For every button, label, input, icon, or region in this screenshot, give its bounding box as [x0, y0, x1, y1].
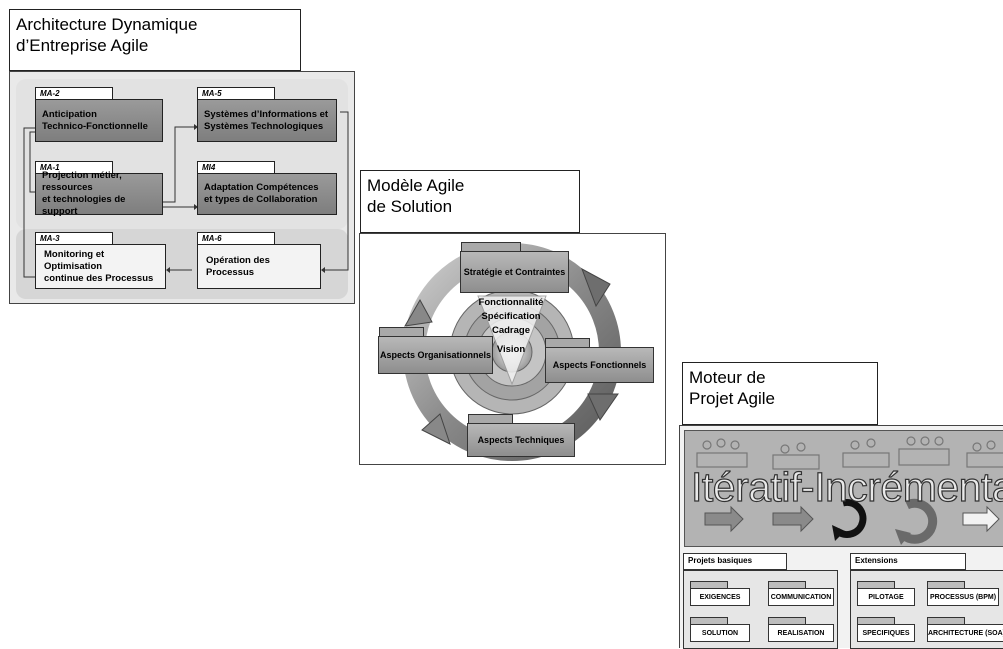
panel2-title: Modèle Agile de Solution — [360, 170, 580, 233]
center-cadrage: Cadrage — [491, 325, 530, 336]
box-solution: SOLUTION — [690, 624, 750, 642]
step-arrow-5 — [962, 505, 1000, 533]
box-adaptation: Adaptation Compétences et types de Colla… — [197, 173, 337, 215]
arrow-top-right — [581, 267, 611, 308]
center-specification: Spécification — [481, 311, 541, 322]
panel1-title: Architecture Dynamique d’Entreprise Agil… — [9, 9, 301, 71]
box-operation: Opération des Processus — [197, 244, 321, 289]
center-fonctionnalite: Fonctionnalité — [478, 297, 544, 308]
group-projets-basiques-title: Projets basiques — [683, 553, 787, 570]
center-funnel — [477, 295, 547, 386]
group-extensions-title: Extensions — [850, 553, 966, 570]
panel3-diagram: Itératif-Incrémental Projets basiques EX… — [679, 425, 1003, 649]
box-exigences: EXIGENCES — [690, 588, 750, 606]
label-strategie: Stratégie et Contraintes — [460, 251, 569, 293]
box-realisation: REALISATION — [768, 624, 834, 642]
box-systemes: Systèmes d’Informations et Systèmes Tech… — [197, 99, 337, 142]
box-communication: COMMUNICATION — [768, 588, 834, 606]
group-extensions: PILOTAGE PROCESSUS (BPM) SPECIFIQUES ARC… — [850, 570, 1003, 649]
label-fonctionnels: Aspects Fonctionnels — [545, 347, 654, 383]
iteratif-banner: Itératif-Incrémental — [684, 430, 1003, 547]
panel2-diagram: Stratégie et Contraintes Aspects Organis… — [359, 233, 666, 465]
banner-title: Itératif-Incrémental — [690, 464, 1003, 510]
arrow-right — [587, 393, 619, 422]
label-techniques: Aspects Techniques — [467, 423, 575, 457]
team-figures — [696, 436, 1003, 545]
cycle-arrow-light — [895, 498, 938, 545]
box-anticipation: Anticipation Technico-Fonctionnelle — [35, 99, 163, 142]
center-vision: Vision — [496, 344, 526, 355]
box-pilotage: PILOTAGE — [857, 588, 915, 606]
panel3-title: Moteur de Projet Agile — [682, 362, 878, 425]
label-organisationnels: Aspects Organisationnels — [378, 336, 493, 374]
arrow-bottom — [421, 413, 451, 445]
step-arrow-1 — [704, 505, 744, 533]
box-specifiques: SPECIFIQUES — [857, 624, 915, 642]
box-architecture: ARCHITECTURE (SOA) — [927, 624, 1003, 642]
box-projection: Projection métier, ressources et technol… — [35, 170, 163, 217]
cycle-arrow-dark — [832, 499, 867, 541]
step-arrow-2 — [772, 505, 814, 533]
box-processus: PROCESSUS (BPM) — [927, 588, 999, 606]
panel1-diagram: MA-2 Anticipation Technico-Fonctionnelle… — [9, 71, 355, 304]
group-projets-basiques: EXIGENCES COMMUNICATION SOLUTION REALISA… — [683, 570, 838, 649]
arrow-left — [404, 298, 433, 327]
box-monitoring: Monitoring et Optimisation continue des … — [35, 244, 166, 289]
